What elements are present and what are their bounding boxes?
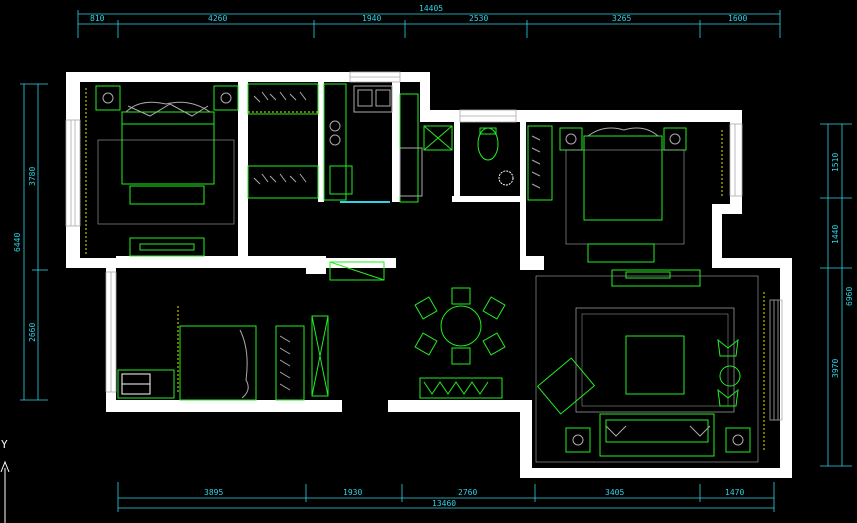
double-bed <box>583 135 663 221</box>
ucs-axis-icon <box>0 460 10 523</box>
dining-area <box>414 287 506 399</box>
top-dimension-5: 3265 <box>612 14 631 23</box>
sideboard <box>419 377 503 399</box>
sink <box>353 85 393 113</box>
armchair <box>536 357 596 415</box>
walls <box>66 72 792 478</box>
bottom-dimension-3: 2760 <box>458 488 477 497</box>
top-dimension-1: 810 <box>90 14 105 23</box>
accent-chair <box>717 338 739 357</box>
counter-left <box>323 83 347 201</box>
round-dining-table <box>440 305 482 347</box>
bottom-dimension-1: 3895 <box>204 488 223 497</box>
top-dimension-3: 1940 <box>362 14 381 23</box>
y-axis-label: Y <box>1 438 8 451</box>
sofa <box>599 413 715 457</box>
dining-chair <box>414 296 438 320</box>
left-overall-dimension: 6440 <box>13 233 22 252</box>
rug <box>97 139 235 225</box>
dining-chair <box>414 332 438 356</box>
study-room <box>117 306 305 401</box>
hall-storage <box>311 261 385 397</box>
master-bedroom <box>85 85 239 257</box>
bed-bench <box>129 185 205 205</box>
left-dimension-lines <box>20 83 48 401</box>
living-room <box>535 269 765 463</box>
dining-chair <box>482 296 506 320</box>
top-dimension-6: 1600 <box>728 14 747 23</box>
coffee-table <box>625 335 685 395</box>
top-dimension-4: 2530 <box>469 14 488 23</box>
shoe-cabinet <box>329 261 385 281</box>
right-dimension-1: 1510 <box>831 153 840 172</box>
dining-chair <box>451 287 471 305</box>
left-dimension-1: 3780 <box>28 167 37 186</box>
bottom-dimension-2: 1930 <box>343 488 362 497</box>
bed <box>179 325 257 401</box>
tv-cabinet <box>587 243 655 263</box>
side-table <box>725 427 751 453</box>
right-dimension-lines <box>820 123 852 467</box>
dining-chair <box>451 347 471 365</box>
second-bedroom <box>527 125 723 263</box>
walk-in-closet <box>247 83 319 199</box>
toilet <box>477 127 499 161</box>
tv-cabinet <box>129 237 205 257</box>
wardrobe <box>275 325 305 401</box>
bathroom <box>423 125 514 186</box>
dining-chair <box>482 332 506 356</box>
bottom-overall-dimension: 13460 <box>432 499 456 508</box>
side-chair <box>719 365 741 387</box>
tv-cabinet <box>611 269 701 287</box>
bottom-dimension-5: 1470 <box>725 488 744 497</box>
right-dimension-3: 3970 <box>831 359 840 378</box>
desk <box>117 369 175 399</box>
wardrobe <box>527 125 553 201</box>
windows <box>65 71 783 421</box>
double-bed <box>121 111 215 185</box>
nightstand-right <box>663 127 687 151</box>
accent-chair <box>717 388 739 407</box>
right-dimension-2: 1440 <box>831 225 840 244</box>
nightstand-left <box>95 85 121 111</box>
top-dimension-2: 4260 <box>208 14 227 23</box>
side-table <box>565 427 591 453</box>
kitchen <box>323 83 423 203</box>
top-overall-dimension: 14405 <box>419 4 443 13</box>
nightstand-right <box>213 85 239 111</box>
left-dimension-2: 2660 <box>28 323 37 342</box>
nightstand-left <box>559 127 583 151</box>
rug <box>575 307 735 413</box>
top-dimension-lines <box>77 10 781 38</box>
bottom-dimension-4: 3405 <box>605 488 624 497</box>
bottom-dimension-lines <box>117 482 775 512</box>
right-overall-dimension: 6960 <box>845 287 854 306</box>
